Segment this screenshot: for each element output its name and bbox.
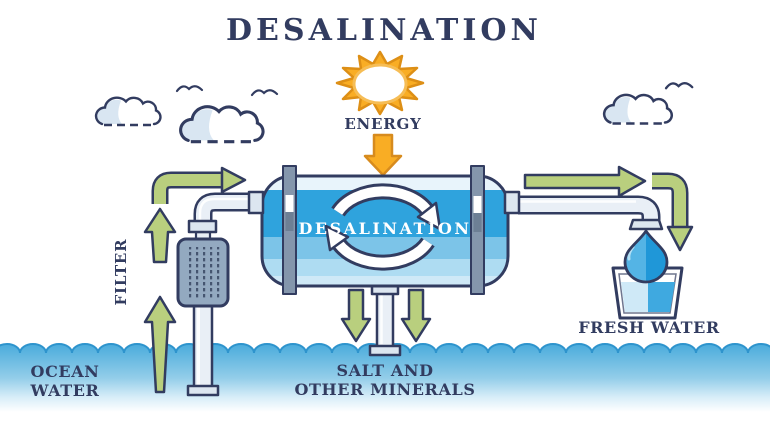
tank-label: DESALINATION <box>299 219 472 238</box>
salt-label-line1: SALT AND <box>336 361 433 380</box>
brine-arrow-left <box>340 288 372 343</box>
intake-arrow-lower <box>143 295 177 394</box>
sun-icon <box>335 50 425 116</box>
flow-arrows <box>143 165 694 394</box>
drain-pipe <box>368 283 402 357</box>
ocean-water-label-line2: WATER <box>30 381 100 400</box>
output-arrow <box>523 165 647 198</box>
tank-strap-left <box>282 165 297 295</box>
salt-label-line2: OTHER MINERALS <box>295 380 476 399</box>
energy-arrow-icon <box>363 133 403 177</box>
output-pipe <box>518 195 664 231</box>
intake-pipe <box>186 192 252 397</box>
intake-arrow-upper <box>143 207 177 264</box>
tank-strap-right <box>470 165 485 295</box>
glass-icon <box>611 266 684 320</box>
faucet-end <box>628 218 664 231</box>
output-arrow-curve <box>652 172 694 252</box>
fresh-water-label: FRESH WATER <box>578 318 720 337</box>
tank-inlet-port <box>247 190 265 215</box>
ocean-water-label-line1: OCEAN <box>31 362 100 381</box>
tank-outlet-port <box>503 190 521 215</box>
filter-label: FILTER <box>112 239 130 306</box>
brine-arrow-right <box>400 288 432 343</box>
intake-arrow-curve <box>151 166 247 204</box>
cycle-arrows-icon <box>324 183 442 271</box>
filter-unit <box>176 237 230 308</box>
bird-icon <box>175 82 694 97</box>
energy-label: ENERGY <box>344 115 421 133</box>
page-title: DESALINATION <box>226 13 542 48</box>
